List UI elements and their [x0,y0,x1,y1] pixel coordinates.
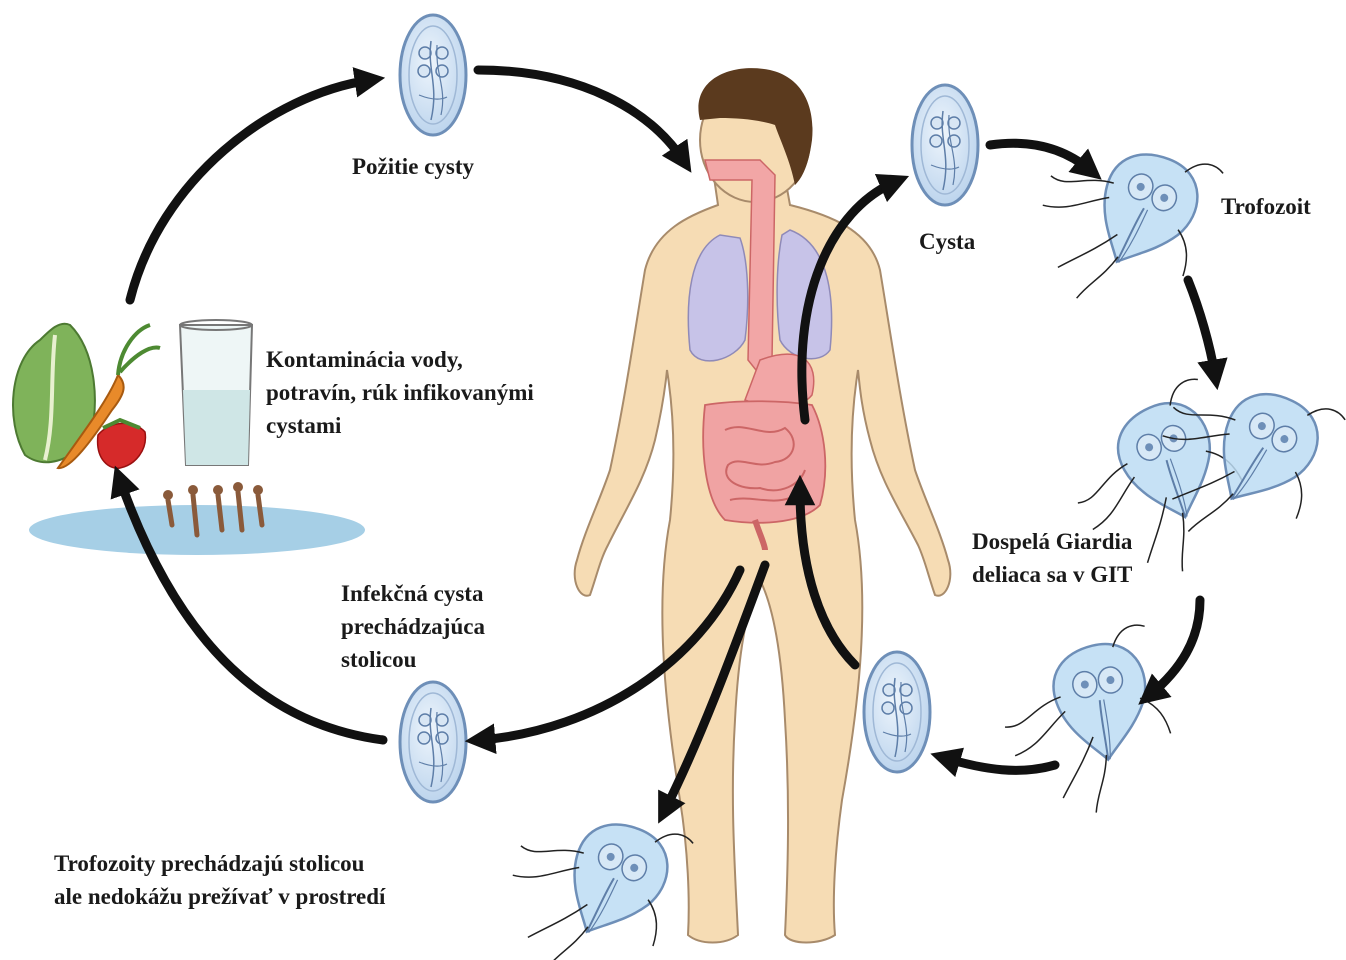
cyst-forming-icon [864,652,930,772]
label-infective-cyst: Infekčná cysta prechádzajúca stolicou [341,577,485,676]
swimmers-pool-icon [29,482,365,555]
label-adult-giardia: Dospelá Giardia deliaca sa v GIT [972,525,1132,591]
label-trophozoite: Trofozoit [1221,190,1311,223]
arrow-trophozoite-to-division [1188,280,1215,375]
trophozoite-gut-icon [991,622,1181,825]
arrow-gut-to-cyst [945,758,1055,770]
water-glass-icon [180,320,252,465]
label-cyst: Cysta [919,225,975,258]
arrow-ingestion-to-body [478,70,683,160]
label-ingestion: Požitie cysty [352,150,474,183]
cyst-ingested-icon [400,15,466,135]
cyst-icon [912,85,978,205]
label-trophozoites-stool: Trofozoity prechádzajú stolicou ale nedo… [54,847,385,913]
cyst-stool-icon [400,682,466,802]
arrow-division-to-gut [1150,600,1200,695]
arrow-cyst-to-trophozoite [990,143,1090,170]
arrow-food-to-ingestion [130,80,370,300]
strawberry-icon [98,420,146,468]
label-contamination: Kontaminácia vody, potravín, rúk infikov… [266,343,534,442]
